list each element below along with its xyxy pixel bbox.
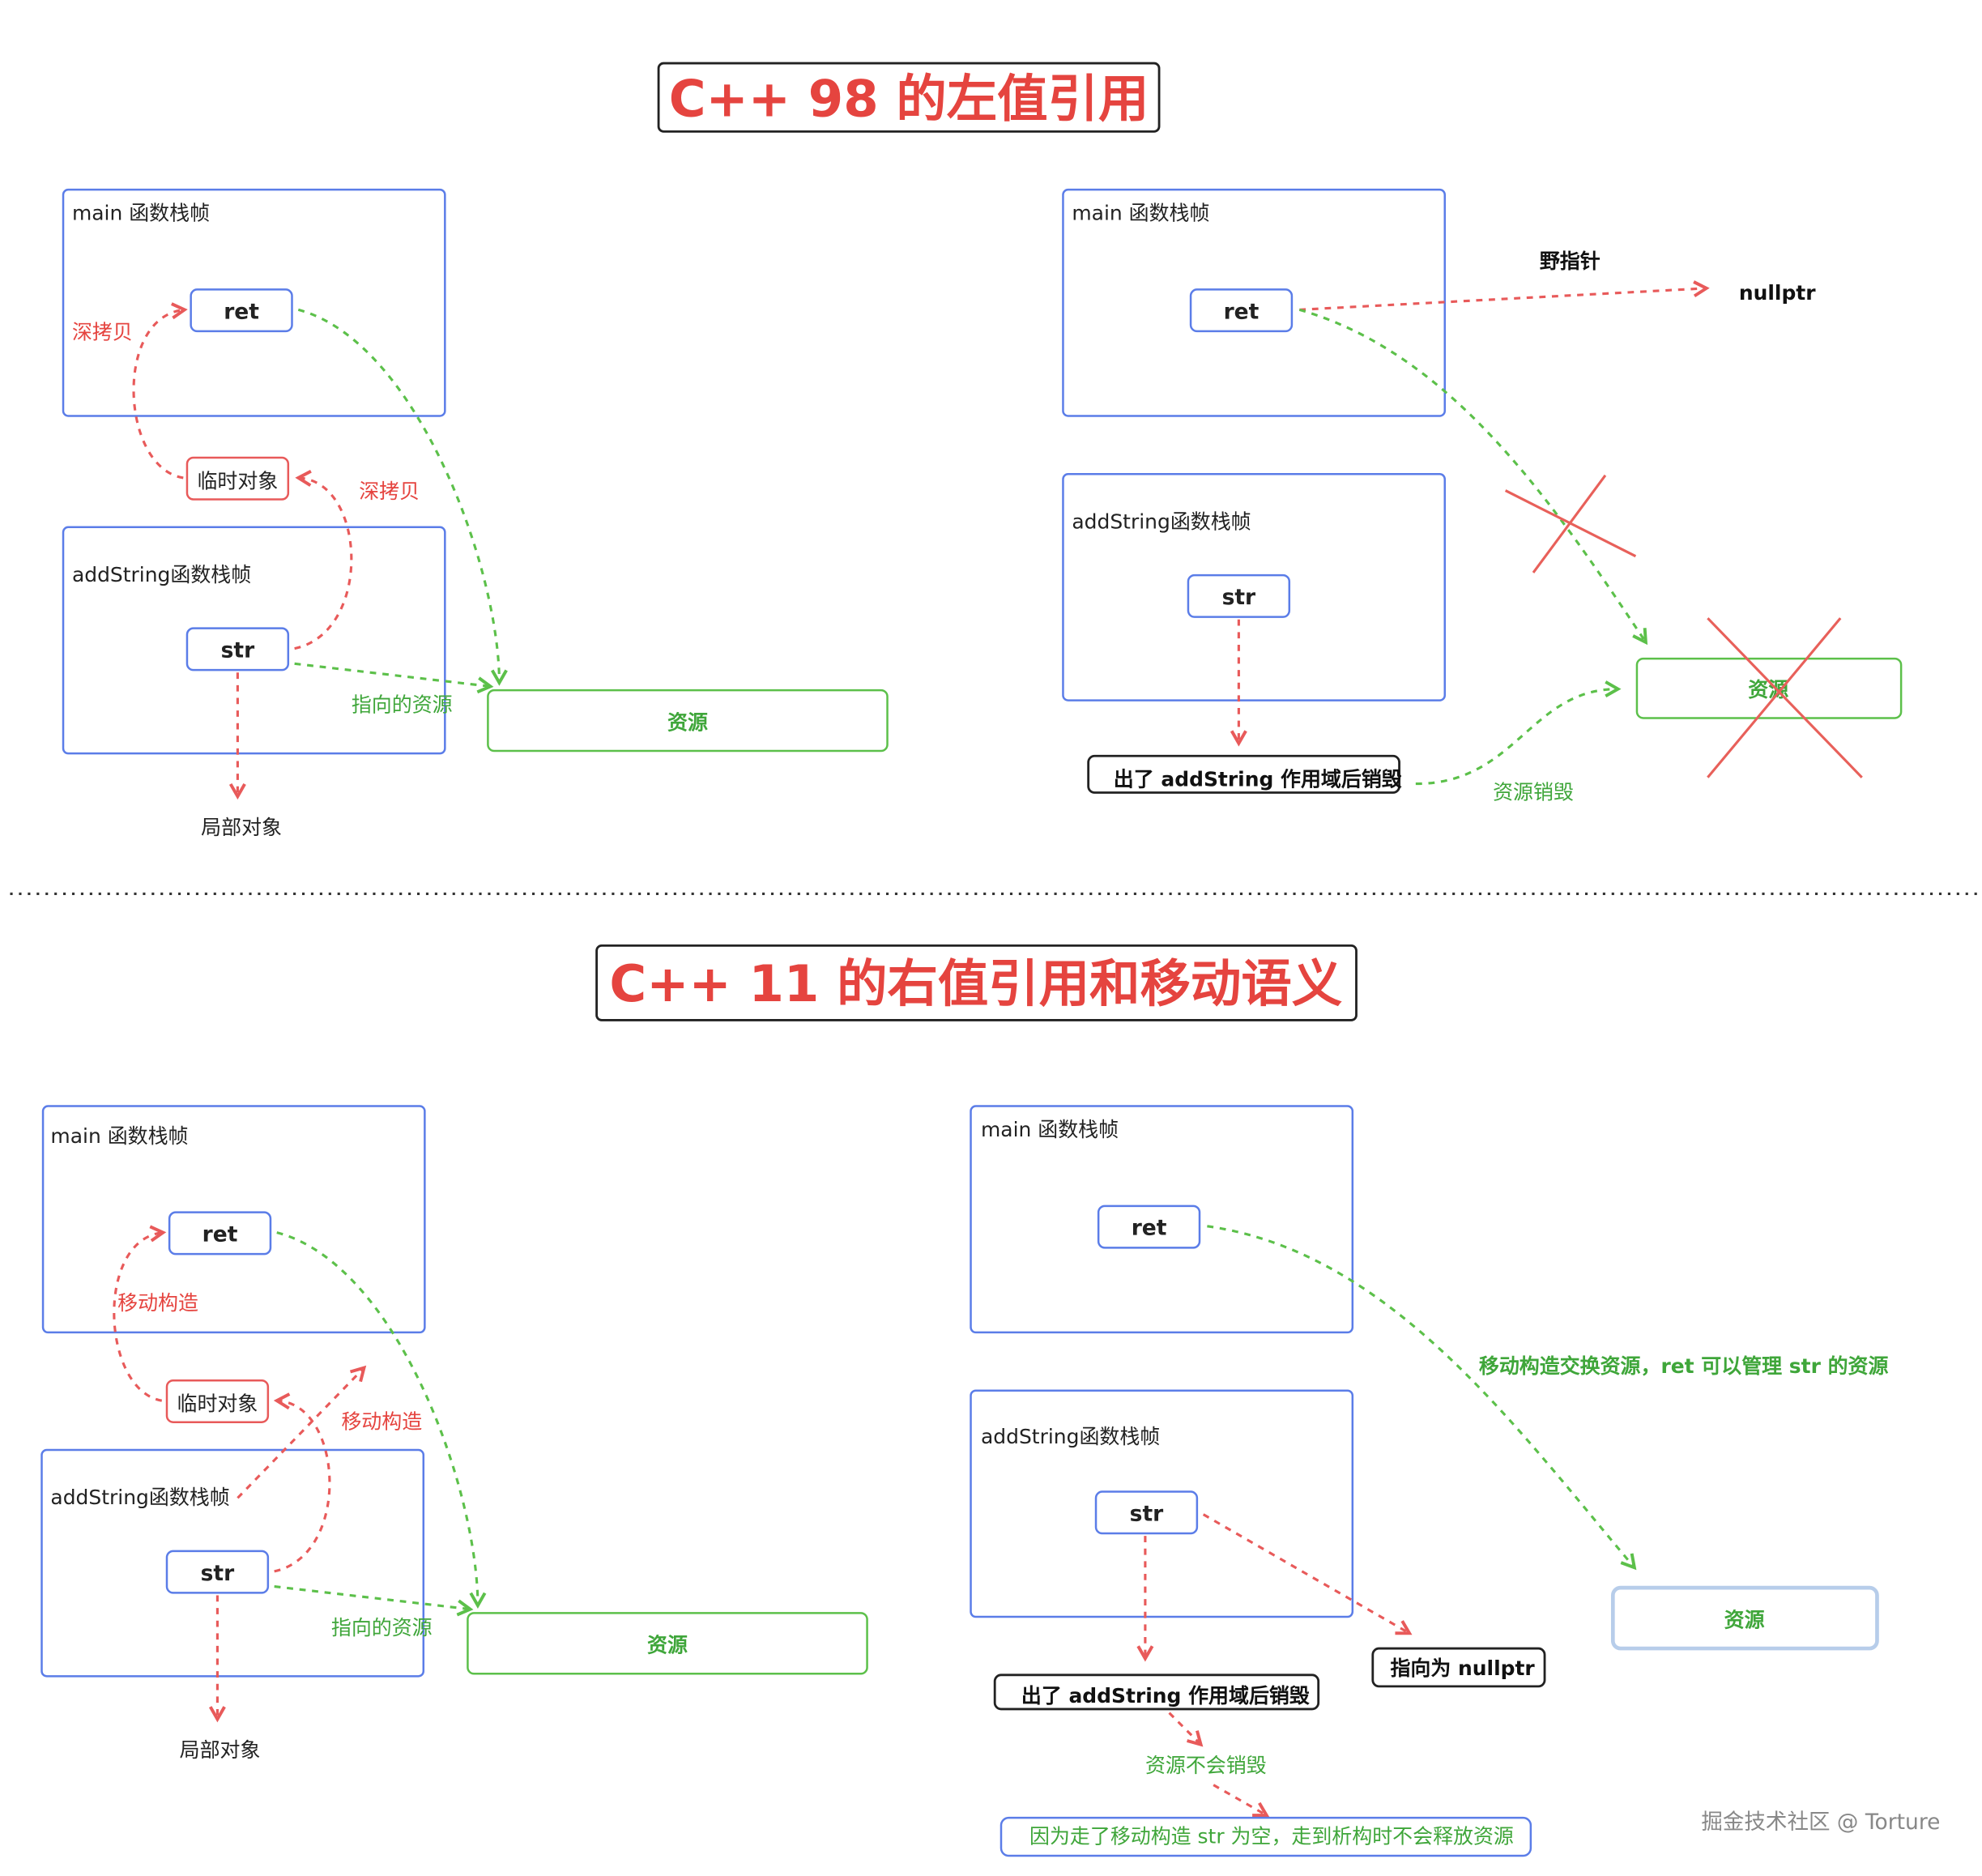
- addstring-frame-label: addString函数栈帧: [50, 1486, 229, 1509]
- ret-node: [1189, 288, 1294, 333]
- ret-node: [1097, 1204, 1201, 1249]
- scope-exit-box: [993, 1673, 1320, 1711]
- ret-resource-arrow: [1207, 1225, 1637, 1571]
- move-construct-arrow-3: [237, 1365, 367, 1499]
- move-construct-label-2: 移动构造: [341, 1410, 422, 1434]
- main-frame-label: main 函数栈帧: [981, 1118, 1119, 1141]
- scope-exit-label: 出了 addString 作用域后销毁: [1021, 1684, 1310, 1708]
- addstring-frame-label: addString函数栈帧: [1072, 510, 1251, 533]
- addstring-frame-label: addString函数栈帧: [72, 563, 251, 586]
- cpp98-right-diagram: main 函数栈帧 ret 野指针 nullptr addString函数栈帧 …: [1062, 188, 1903, 804]
- temp-object-node: [185, 456, 290, 501]
- str-node: [1187, 573, 1291, 618]
- resource-node: [1610, 1585, 1879, 1651]
- str-label: str: [201, 1561, 235, 1586]
- str-resource-arrow: [274, 1585, 474, 1617]
- scope-exit-box: [1087, 754, 1400, 794]
- nullptr-label: nullptr: [1739, 281, 1816, 305]
- str-node: [185, 627, 290, 672]
- cpp98-left-diagram: main 函数栈帧 ret 深拷贝 临时对象 深拷贝 addString函数栈帧…: [62, 188, 889, 839]
- resource-label: 资源: [1724, 1609, 1765, 1632]
- ret-label: ret: [1224, 299, 1260, 324]
- deep-copy-label-2: 深拷贝: [359, 480, 420, 503]
- str-label: str: [221, 638, 255, 663]
- resource-node: [467, 1612, 868, 1675]
- explain-arrow: [1213, 1784, 1270, 1818]
- str-label: str: [1130, 1501, 1164, 1526]
- main-frame-label: main 函数栈帧: [72, 202, 210, 225]
- move-construct-arrow: [113, 1225, 167, 1402]
- ret-resource-arrow: [1298, 308, 1648, 646]
- title-top-text: C++ 98 的左值引用: [669, 70, 1149, 129]
- deep-copy-label: 深拷贝: [72, 320, 133, 343]
- local-object-label: 局部对象: [201, 816, 282, 839]
- str-node: [165, 1550, 270, 1594]
- destroy-arrow: [1415, 680, 1622, 786]
- nullptr-box-label: 指向为 nullptr: [1390, 1656, 1535, 1680]
- title-bottom: C++ 11 的右值引用和移动语义: [595, 944, 1358, 1021]
- str-label: str: [1222, 585, 1256, 610]
- nullptr-arrow: [1202, 1513, 1413, 1635]
- deep-copy-arrow: [132, 302, 188, 480]
- cross-mark-icon: [1504, 474, 1637, 573]
- resource-node: [487, 689, 889, 753]
- scope-exit-label: 出了 addString 作用域后销毁: [1114, 768, 1402, 791]
- watermark: 掘金技术社区 @ Torture: [1701, 1810, 1940, 1835]
- resource-label: 资源: [647, 1634, 688, 1657]
- dangling-pointer-label: 野指针: [1540, 249, 1601, 273]
- ret-node: [168, 1211, 272, 1256]
- addstring-frame-label: addString函数栈帧: [981, 1425, 1160, 1448]
- temp-object-node: [165, 1379, 270, 1423]
- cpp11-right-diagram: main 函数栈帧 ret 移动构造交换资源，ret 可以管理 str 的资源 …: [970, 1105, 1889, 1857]
- dangling-arrow: [1299, 280, 1710, 311]
- temp-object-label: 临时对象: [197, 469, 278, 492]
- nullptr-box: [1371, 1647, 1546, 1688]
- explain-label: 因为走了移动构造 str 为空，走到析构时不会释放资源: [1029, 1824, 1514, 1848]
- str-resource-arrow: [294, 662, 494, 694]
- explain-box: [1000, 1816, 1532, 1857]
- cpp11-left-diagram: main 函数栈帧 ret 移动构造 临时对象 移动构造 addString函数…: [40, 1105, 868, 1762]
- points-to-label: 指向的资源: [331, 1616, 433, 1639]
- title-top: C++ 98 的左值引用: [657, 62, 1161, 133]
- main-frame-label: main 函数栈帧: [1072, 202, 1209, 225]
- move-construct-arrow-2: [273, 1392, 331, 1573]
- not-destroyed-arrow: [1168, 1712, 1204, 1747]
- ret-label: ret: [202, 1222, 238, 1247]
- cross-mark-icon: [1707, 617, 1863, 778]
- swap-note-label: 移动构造交换资源，ret 可以管理 str 的资源: [1479, 1354, 1889, 1378]
- temp-object-label: 临时对象: [177, 1392, 258, 1416]
- ret-label: ret: [224, 299, 259, 324]
- ret-label: ret: [1132, 1216, 1167, 1241]
- ret-node: [190, 288, 293, 333]
- not-destroyed-label: 资源不会销毁: [1145, 1754, 1267, 1777]
- local-object-label: 局部对象: [180, 1738, 261, 1762]
- resource-label: 资源: [667, 711, 708, 735]
- ret-resource-arrow: [297, 308, 508, 686]
- main-frame-label: main 函数栈帧: [50, 1124, 188, 1148]
- destroyed-label: 资源销毁: [1493, 780, 1574, 804]
- ret-resource-arrow: [276, 1231, 487, 1609]
- points-to-label: 指向的资源: [352, 693, 453, 717]
- title-bottom-text: C++ 11 的右值引用和移动语义: [609, 954, 1342, 1013]
- str-node: [1094, 1490, 1199, 1535]
- resource-node: [1635, 657, 1903, 719]
- move-construct-label: 移动构造: [117, 1291, 198, 1315]
- deep-copy-arrow-2: [294, 470, 353, 650]
